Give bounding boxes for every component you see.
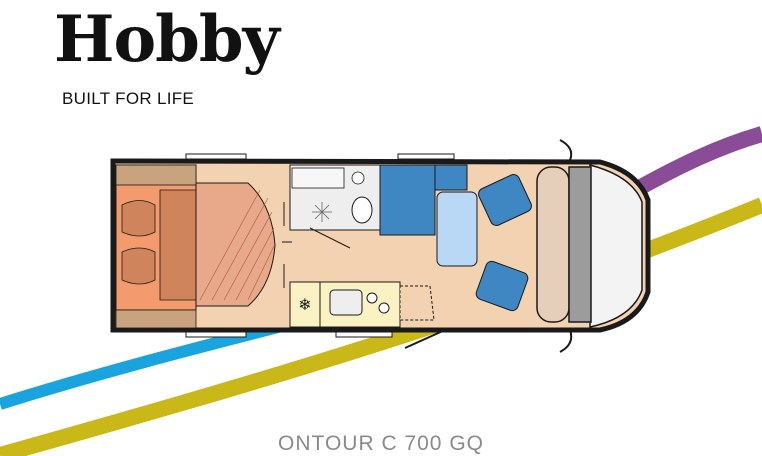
bathroom-cabinet bbox=[291, 167, 345, 189]
cab-bench-top bbox=[568, 166, 592, 323]
model-name: ONTOUR C 700 GQ bbox=[278, 432, 484, 455]
bed-hatching bbox=[199, 189, 275, 301]
fridge bbox=[289, 281, 321, 328]
toilet-icon bbox=[351, 196, 373, 224]
cab-dashboard bbox=[589, 164, 643, 328]
fridge-snowflake-icon: ❄ bbox=[298, 295, 311, 314]
arrow-icon bbox=[282, 202, 292, 288]
sink-icon bbox=[351, 171, 365, 185]
bed-extension bbox=[195, 182, 276, 307]
window bbox=[397, 153, 455, 160]
brand-tagline: BUILT FOR LIFE bbox=[62, 89, 195, 108]
dinette-table bbox=[436, 191, 478, 267]
bathroom-door bbox=[309, 227, 351, 249]
cooktop-icon bbox=[366, 292, 378, 304]
brand-logo: Hobby bbox=[54, 2, 280, 77]
mirror-right bbox=[559, 329, 573, 353]
cab-bench bbox=[536, 166, 570, 323]
window bbox=[185, 153, 247, 160]
swivel-seat-icon bbox=[478, 174, 532, 226]
pillow bbox=[121, 200, 156, 237]
swivel-seat-icon bbox=[475, 260, 529, 312]
bench-seat bbox=[379, 164, 436, 236]
bench-backrest bbox=[434, 164, 468, 191]
pillow bbox=[121, 247, 156, 285]
stripe-purple bbox=[626, 126, 762, 200]
worktop-extension bbox=[399, 285, 435, 321]
sink-icon bbox=[329, 289, 363, 316]
window bbox=[335, 331, 393, 338]
bed-head bbox=[159, 189, 197, 301]
shower-icon bbox=[312, 202, 332, 222]
rear-cupboard bbox=[115, 164, 197, 186]
mirror-left bbox=[559, 139, 573, 161]
rear-cupboard bbox=[115, 309, 197, 329]
entry-door bbox=[404, 329, 446, 349]
window bbox=[185, 331, 247, 338]
cooktop-icon bbox=[378, 302, 390, 314]
